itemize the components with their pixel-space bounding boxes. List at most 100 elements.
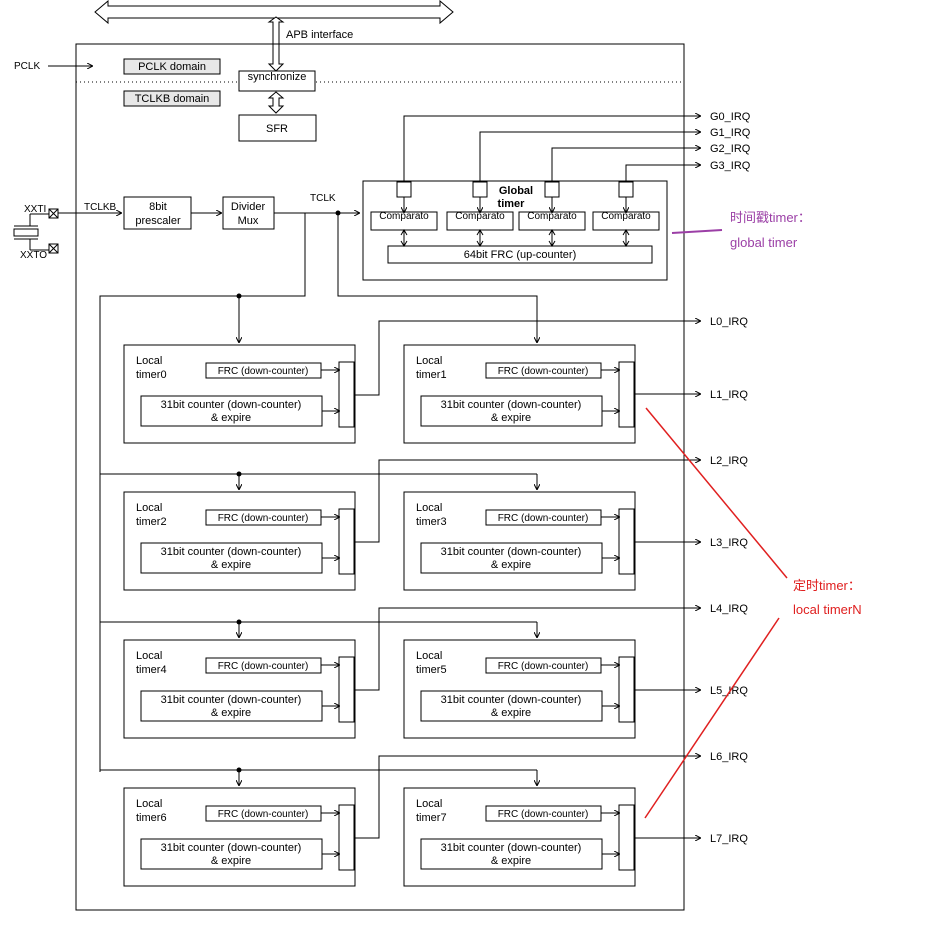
counter31-line2: & expire: [211, 855, 251, 867]
counter31-line2: & expire: [211, 559, 251, 571]
sync-sfr-connector: [267, 91, 285, 114]
irq-collector: [338, 508, 355, 575]
comparator-label: Comparato: [379, 211, 429, 222]
sfr-box: [238, 114, 317, 142]
counter31-line1: 31bit counter (down-counter): [161, 694, 302, 706]
g-irq-line-0: [403, 116, 700, 182]
xxti-label: XXTI: [24, 204, 46, 215]
tclkb-domain-label: TCLKB domain: [135, 93, 210, 105]
frc64-label: 64bit FRC (up-counter): [464, 249, 577, 261]
l-irq-label-1: L1_IRQ: [710, 389, 748, 401]
comparator-irq-box: [396, 181, 412, 198]
comparator-0: Comparato: [370, 181, 438, 247]
counter31-line1: 31bit counter (down-counter): [161, 546, 302, 558]
l-irq-line-4: [355, 608, 700, 691]
apb-label: APB interface: [286, 29, 353, 41]
comparator-group: Comparato Comparato Comparato Comparato: [370, 181, 660, 247]
irq-collector: [338, 804, 355, 871]
local-word: Local: [416, 650, 442, 662]
local-timer-name: timer7: [416, 812, 447, 824]
local-timer-name: timer4: [136, 664, 167, 676]
local-word: Local: [416, 798, 442, 810]
local-timer-name: timer5: [416, 664, 447, 676]
g-irq-label-3: G3_IRQ: [710, 160, 751, 172]
l-irq-label-4: L4_IRQ: [710, 603, 748, 615]
counter31-line1: 31bit counter (down-counter): [441, 842, 582, 854]
counter31-line2: & expire: [211, 412, 251, 424]
tclk-left-bus: [99, 213, 306, 772]
local-timer-name: timer1: [416, 369, 447, 381]
counter31-line2: & expire: [491, 412, 531, 424]
annotation-local-line1: 定时timer：: [793, 578, 861, 593]
counter31-line1: 31bit counter (down-counter): [441, 694, 582, 706]
local-word: Local: [416, 355, 442, 367]
annotation-global-line1: 时间戳timer：: [730, 210, 811, 225]
comparator-2: Comparato: [518, 181, 586, 247]
frc-down-label: FRC (down-counter): [218, 809, 309, 820]
global-timer-block: [362, 180, 668, 281]
local-word: Local: [136, 355, 162, 367]
annotation-global-line2: global timer: [730, 235, 798, 250]
counter31-line1: 31bit counter (down-counter): [161, 842, 302, 854]
counter31-line1: 31bit counter (down-counter): [441, 546, 582, 558]
counter31-line2: & expire: [491, 707, 531, 719]
frc-down-label: FRC (down-counter): [218, 513, 309, 524]
frc-down-label: FRC (down-counter): [498, 513, 589, 524]
local-irq-lines: L0_IRQL1_IRQL2_IRQL3_IRQL4_IRQL5_IRQL6_I…: [355, 316, 748, 845]
sfr-label: SFR: [266, 123, 288, 135]
l-irq-label-7: L7_IRQ: [710, 833, 748, 845]
divider-line1: Divider: [231, 201, 266, 213]
prescaler-line1: 8bit: [149, 201, 167, 213]
comparator-1: Comparato: [446, 181, 514, 247]
irq-collector: [338, 361, 355, 428]
comparator-3: Comparato: [592, 181, 660, 247]
local-timer-name: timer0: [136, 369, 167, 381]
irq-collector: [618, 656, 635, 723]
frc-down-label: FRC (down-counter): [498, 661, 589, 672]
crystal-icon: [13, 208, 59, 254]
irq-collector: [618, 361, 635, 428]
l-irq-line-2: [355, 460, 700, 543]
synchronize-box: [238, 70, 316, 92]
prescaler-line2: prescaler: [135, 215, 181, 227]
irq-collector: [338, 656, 355, 723]
tclk-label: TCLK: [310, 193, 336, 204]
comparator-label: Comparato: [455, 211, 505, 222]
main-block: [75, 43, 685, 911]
comparator-irq-box: [472, 181, 488, 198]
counter31-line1: 31bit counter (down-counter): [441, 399, 582, 411]
pclk-domain-box: [123, 58, 221, 75]
annotation-local-pointer-2: [644, 617, 780, 819]
l-irq-label-0: L0_IRQ: [710, 316, 748, 328]
l-irq-line-6: [355, 756, 700, 839]
local-timer-name: timer3: [416, 516, 447, 528]
comparator-irq-box: [544, 181, 560, 198]
comparator-label: Comparato: [527, 211, 577, 222]
l-irq-label-5: L5_IRQ: [710, 685, 748, 697]
l-irq-label-6: L6_IRQ: [710, 751, 748, 763]
g-irq-label-0: G0_IRQ: [710, 111, 751, 123]
tclkb-domain-box: [123, 90, 221, 107]
global-timer-line2: timer: [498, 198, 526, 210]
local-word: Local: [416, 502, 442, 514]
g-irq-label-1: G1_IRQ: [710, 127, 751, 139]
annotation-local-line2: local timerN: [793, 602, 862, 617]
irq-collector: [618, 804, 635, 871]
g-irq-label-2: G2_IRQ: [710, 143, 751, 155]
counter31-line2: & expire: [491, 559, 531, 571]
global-irq-lines: G0_IRQ G1_IRQ G2_IRQ G3_IRQ: [403, 111, 751, 182]
local-timer-name: timer2: [136, 516, 167, 528]
comparator-irq-box: [618, 181, 634, 198]
counter31-line2: & expire: [491, 855, 531, 867]
local-word: Local: [136, 798, 162, 810]
global-timer-line1: Global: [499, 185, 533, 197]
frc-down-label: FRC (down-counter): [218, 366, 309, 377]
